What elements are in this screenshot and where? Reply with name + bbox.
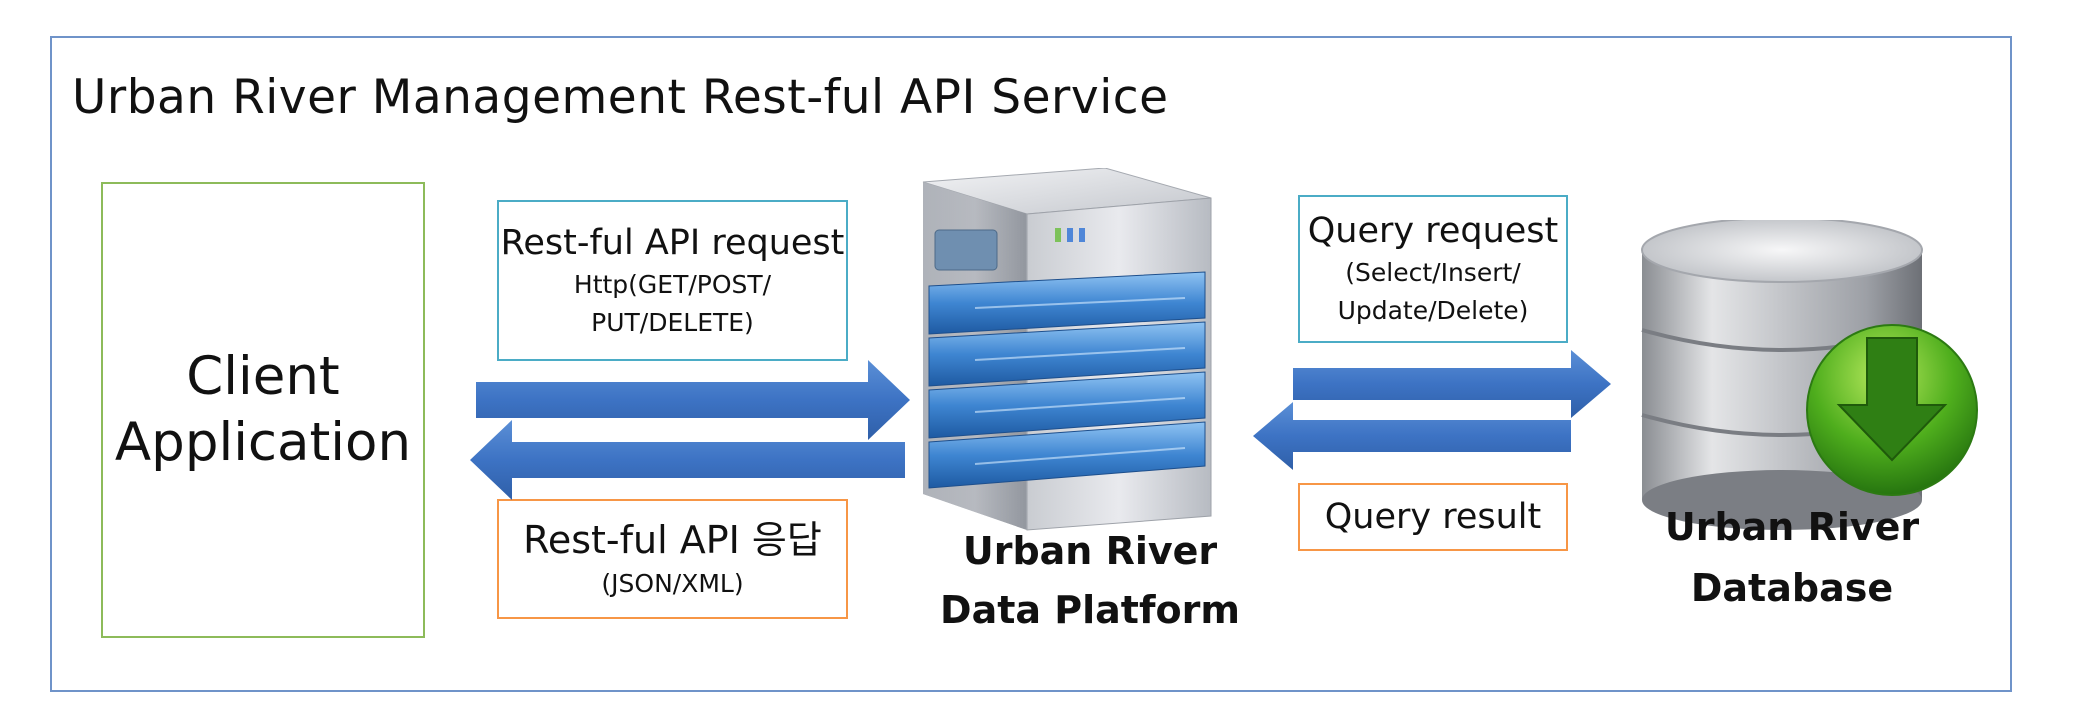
page-title: Urban River Management Rest-ful API Serv… xyxy=(72,70,1169,125)
api-request-methods-line2: PUT/DELETE) xyxy=(591,307,754,337)
server-icon xyxy=(922,168,1212,531)
api-response-title: Rest-ful API 응답 xyxy=(523,518,822,562)
api-request-title: Rest-ful API request xyxy=(500,222,845,263)
query-request-title: Query request xyxy=(1307,211,1559,251)
query-result-box: Query result xyxy=(1298,483,1568,551)
download-arrow-icon xyxy=(1836,337,1948,462)
platform-caption-line1: Urban River xyxy=(962,529,1218,573)
query-request-box: Query request (Select/Insert/ Update/Del… xyxy=(1298,195,1568,343)
query-result-arrow-left xyxy=(1253,402,1571,470)
database-icon xyxy=(1641,220,1978,530)
client-application-box: Client Application xyxy=(101,182,425,638)
query-request-ops-line2: Update/Delete) xyxy=(1337,296,1529,325)
api-arrows xyxy=(470,360,910,500)
response-arrow-left xyxy=(470,420,905,500)
server-drive-bays xyxy=(928,271,1206,489)
client-label-line2: Application xyxy=(114,412,412,473)
request-arrow-right xyxy=(476,360,910,440)
query-request-arrow-right xyxy=(1293,350,1611,418)
api-response-box: Rest-ful API 응답 (JSON/XML) xyxy=(497,499,848,619)
api-response-format: (JSON/XML) xyxy=(601,569,744,598)
platform-caption: Urban River Data Platform xyxy=(935,522,1245,640)
diagram-frame xyxy=(50,36,2012,692)
api-request-box: Rest-ful API request Http(GET/POST/ PUT/… xyxy=(497,200,848,361)
client-label-line1: Client xyxy=(186,346,340,407)
query-result-title: Query result xyxy=(1324,497,1542,537)
api-request-methods-line1: Http(GET/POST/ xyxy=(573,269,772,299)
query-request-ops-line1: (Select/Insert/ xyxy=(1345,258,1521,287)
database-caption: Urban River Database xyxy=(1632,497,1952,619)
query-arrows xyxy=(1253,350,1611,470)
platform-caption-line2: Data Platform xyxy=(940,588,1240,632)
database-caption-line2: Database xyxy=(1690,566,1894,610)
database-caption-line1: Urban River xyxy=(1664,505,1920,549)
